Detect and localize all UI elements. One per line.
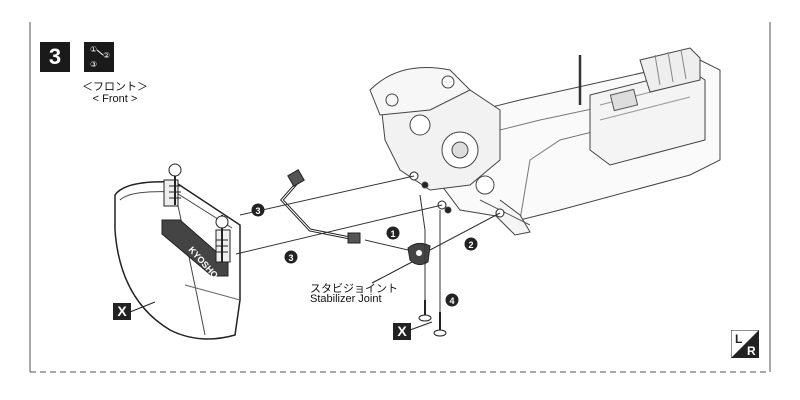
svg-text:③: ③ (90, 60, 97, 69)
svg-text:②: ② (103, 51, 110, 60)
body-post-left (168, 163, 182, 205)
svg-text:①: ① (90, 45, 97, 54)
step-number-badge: 3 (40, 42, 70, 72)
view-label-english: < Front > (92, 93, 138, 105)
svg-text:X: X (117, 303, 127, 319)
svg-text:L: L (735, 332, 742, 346)
step-marker-2: 2 (464, 237, 478, 251)
screw-a (418, 300, 432, 322)
svg-text:4: 4 (449, 296, 454, 306)
x-badge-screw: X (393, 323, 411, 340)
step-marker-4: 4 (445, 293, 459, 307)
chassis-drawing (369, 47, 721, 236)
view-label-japanese: ＜フロント＞ (82, 80, 148, 93)
step-marker-3-upper: 3 (251, 203, 265, 217)
step-marker-1: 1 (386, 226, 400, 240)
left-right-symmetric-icon: L R (731, 330, 759, 358)
body-post-right (215, 215, 229, 262)
svg-text:3: 3 (288, 253, 293, 263)
x-badge-bumper: X (113, 303, 131, 320)
svg-text:3: 3 (255, 206, 260, 216)
svg-text:R: R (747, 344, 756, 358)
x-pointer-screw (409, 321, 433, 331)
stabilizer-joint-label-japanese: スタビジョイント (310, 282, 398, 295)
stabilizer-rod (279, 169, 361, 244)
svg-text:X: X (397, 323, 407, 339)
numbered-sequence-icon: ① ② ③ (84, 42, 114, 72)
assembly-guide-lines (235, 175, 501, 330)
joint-pointer (371, 261, 413, 284)
stabilizer-joint-label-english: Stabilizer Joint (310, 293, 382, 305)
step-marker-3-lower: 3 (284, 250, 298, 264)
svg-text:1: 1 (390, 229, 395, 239)
svg-text:2: 2 (468, 240, 473, 250)
stabilizer-joint (407, 242, 431, 266)
front-bumper: KYOSHO (114, 163, 241, 340)
x-pointer-bumper (129, 301, 156, 313)
screw-b (433, 312, 447, 337)
